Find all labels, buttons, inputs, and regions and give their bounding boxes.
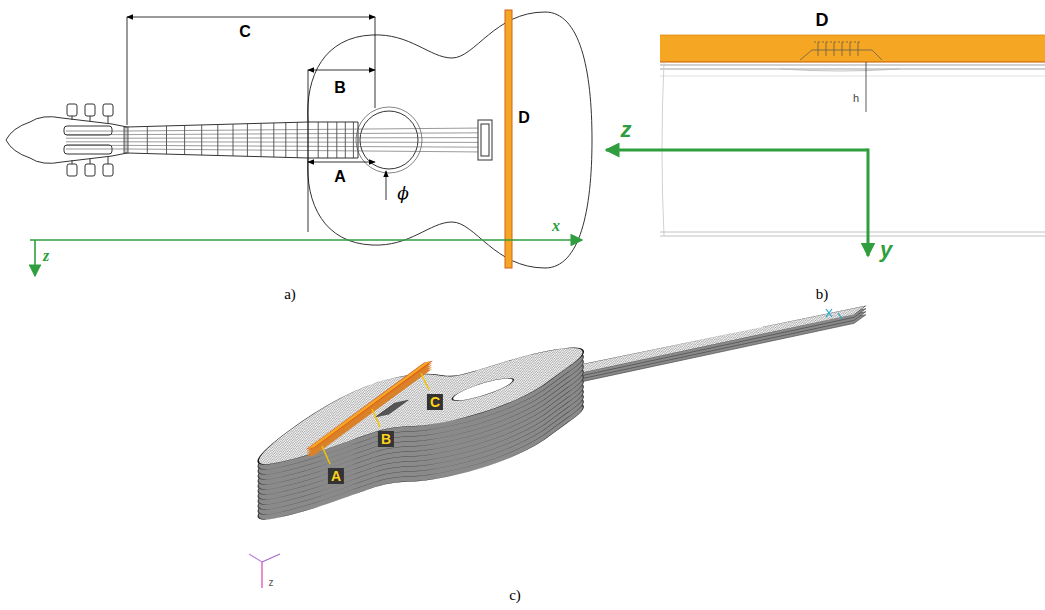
bridge-section [800,42,882,60]
point-label: A [328,468,344,484]
section-title: D [816,10,829,31]
tuning-pegs [67,104,113,176]
axis-label: z [269,577,274,588]
dimension-label: A [334,168,346,186]
axis-label: x [552,217,560,235]
neck [127,122,358,158]
guitar-top-view [6,12,592,268]
axis-label: z [621,117,632,143]
dimension-label: h [853,92,859,104]
guitar-body [308,12,592,268]
dimension-lines [127,17,386,232]
leader-lines [322,373,429,464]
point-label: B [378,431,394,447]
panel-label: c) [509,587,521,604]
axis-label: z [43,247,49,265]
headstock-slot [64,145,112,154]
diameter-label: ϕ [397,183,409,203]
fe-mesh-model [232,304,868,588]
headstock-slot [64,126,112,135]
part-label: D [518,109,530,127]
coordinate-axes [30,240,582,276]
reinforcement-bar [505,10,512,268]
reinforcement-bar-3d [307,361,433,457]
bridge [478,120,492,160]
headstock [6,117,127,164]
bridge-saddle [481,124,489,156]
body-top-mesh [232,331,617,472]
section-view [606,35,1045,256]
section-axes [606,149,868,257]
reinforcement-bar-section [660,35,1045,62]
height-line [866,62,867,112]
rosette [356,107,422,173]
panel-label: a) [284,286,296,303]
dimension-label: C [239,23,251,41]
panel-label: b) [816,286,829,303]
boundary-marks [826,309,842,319]
frets [147,122,353,158]
dimension-label: B [334,79,346,97]
axis-label: y [880,237,892,263]
coordinate-triad [249,554,280,588]
point-label: C [427,394,443,410]
neck-mesh [552,304,868,388]
strings [66,128,485,152]
sound-hole [360,111,418,169]
